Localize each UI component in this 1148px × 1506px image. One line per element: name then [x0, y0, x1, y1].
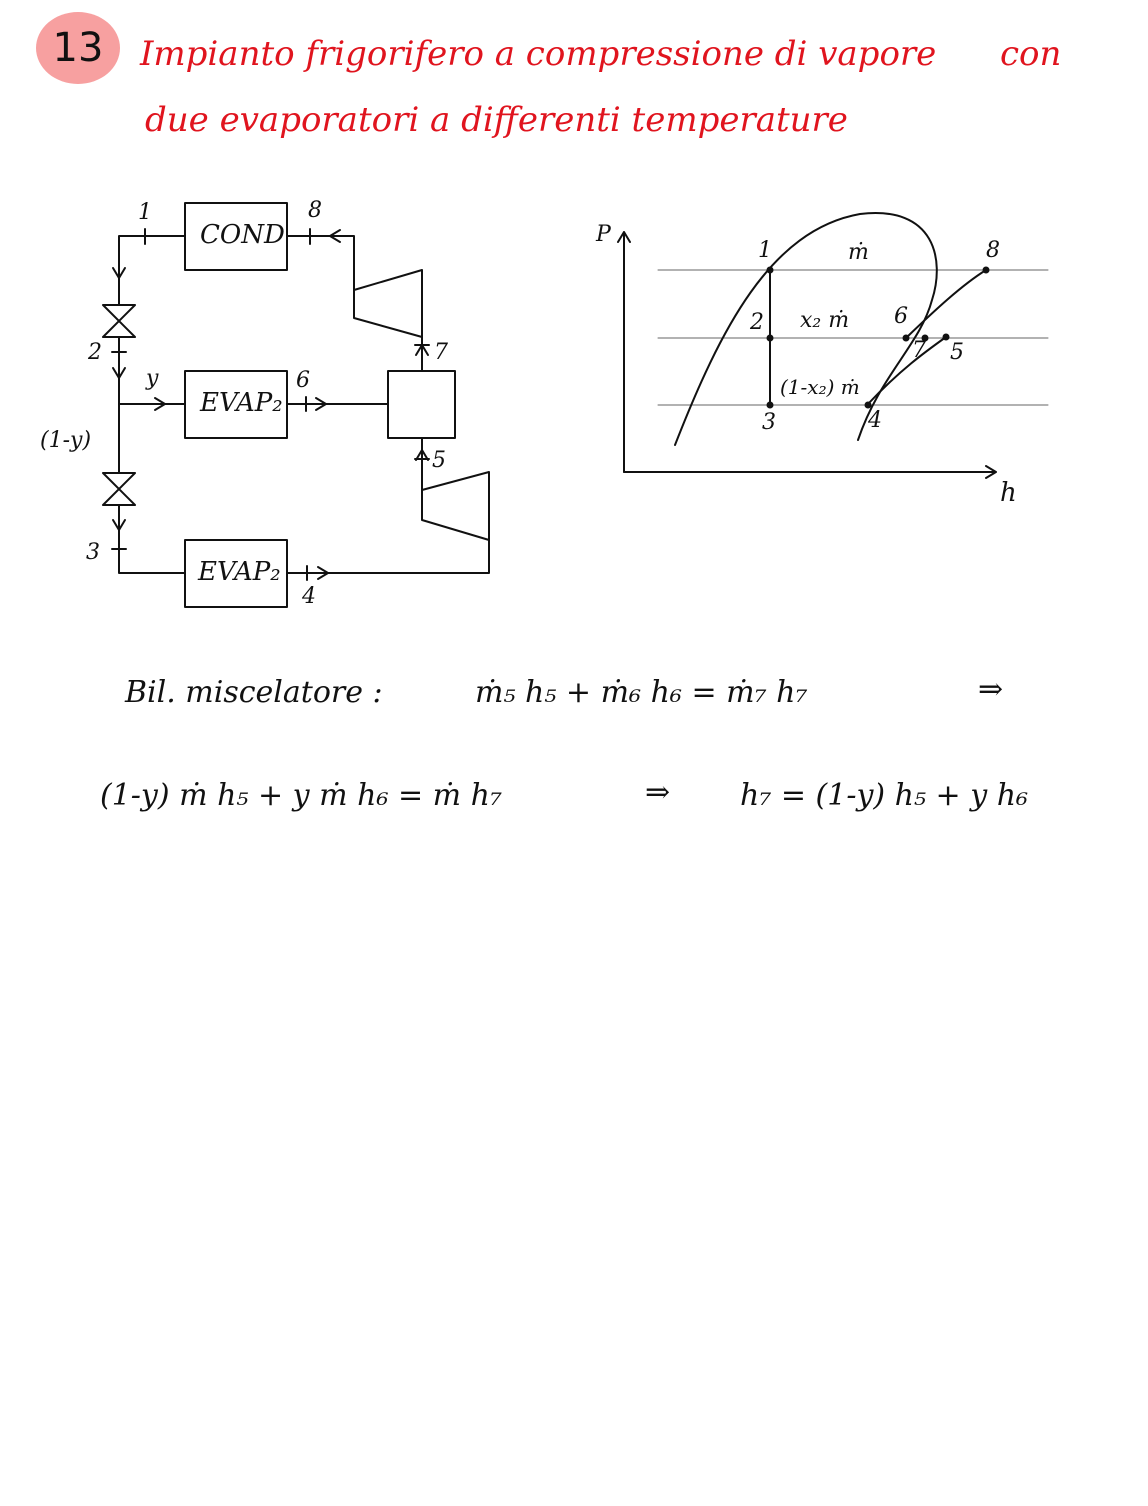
- eq2-body: (1-y) ṁ h₅ + y ṁ h₆ = ṁ h₇: [100, 778, 503, 813]
- title-line-1: Impianto frigorifero a compressione di v…: [140, 34, 937, 74]
- evap-lower-label: EVAP₂: [198, 557, 281, 587]
- axis-h-line: [623, 465, 997, 479]
- evap-upper-label: EVAP₂: [200, 388, 283, 418]
- axis-p-line: [617, 231, 631, 473]
- node-4-label: 4: [302, 584, 316, 609]
- line-compressor-high-to-cond: [286, 235, 355, 291]
- arrow-down-3: [112, 519, 126, 531]
- arrow-right-6: [315, 397, 327, 411]
- node-8-label: 8: [308, 198, 322, 223]
- eq2-result: h₇ = (1-y) h₅ + y h₆: [740, 778, 1029, 813]
- axis-p-label: P: [596, 222, 611, 247]
- arrow-right-y: [154, 397, 166, 411]
- ph-flow-mid: x₂ ṁ: [800, 308, 850, 333]
- ph-flow-top: ṁ: [848, 240, 869, 265]
- eq1-body: ṁ₅ h₅ + ṁ₆ h₆ = ṁ₇ h₇: [475, 675, 808, 710]
- ph-point-1: 1: [758, 238, 772, 263]
- flow-y-label: y: [146, 366, 159, 391]
- state-ticks: [111, 228, 430, 581]
- node-3-label: 3: [86, 540, 100, 565]
- ph-point-5: 5: [950, 340, 964, 365]
- title-line-1-end: con: [1000, 34, 1062, 74]
- arrow-down-1: [112, 267, 126, 279]
- node-5-label: 5: [432, 448, 446, 473]
- line-evap-lower-to-compressor-low: [286, 539, 490, 574]
- ph-point-4: 4: [868, 408, 882, 433]
- ph-point-3: 3: [762, 410, 776, 435]
- node-1-label: 1: [138, 200, 152, 225]
- compression-curves: [867, 269, 987, 405]
- ph-flow-low: (1-x₂) ṁ: [780, 375, 860, 399]
- valve-1: [102, 304, 136, 338]
- node-7-label: 7: [434, 340, 448, 365]
- saturation-dome: [674, 212, 938, 446]
- node-6-label: 6: [296, 368, 310, 393]
- ph-point-8: 8: [986, 238, 1000, 263]
- valve-2: [102, 472, 136, 506]
- ph-point-2: 2: [750, 310, 764, 335]
- eq2-arrow: ⇒: [645, 775, 671, 810]
- arrow-down-2: [112, 367, 126, 379]
- arrow-left-8: [329, 229, 341, 243]
- exercise-number: 13: [52, 25, 104, 71]
- exercise-number-badge: [36, 12, 120, 84]
- arrow-right-4: [317, 566, 329, 580]
- node-2-label: 2: [88, 340, 102, 365]
- eq1-label: Bil. miscelatore :: [125, 675, 383, 710]
- line-cond-to-valve1: [118, 235, 186, 306]
- mixer-box: [387, 370, 456, 439]
- title-line-2: due evaporatori a differenti temperature: [145, 100, 848, 140]
- ph-point-6: 6: [894, 304, 908, 329]
- arrow-up-5: [415, 449, 429, 461]
- eq1-arrow: ⇒: [978, 672, 1004, 707]
- axis-h-label: h: [1000, 478, 1017, 508]
- cond-label: COND: [200, 220, 285, 250]
- ph-point-7: 7: [912, 338, 926, 363]
- flow-1-minus-y-label: (1-y): [40, 428, 92, 453]
- compressor-low: [421, 471, 490, 541]
- compressor-high: [353, 269, 423, 338]
- line-valve2-to-evap-lower: [118, 504, 186, 574]
